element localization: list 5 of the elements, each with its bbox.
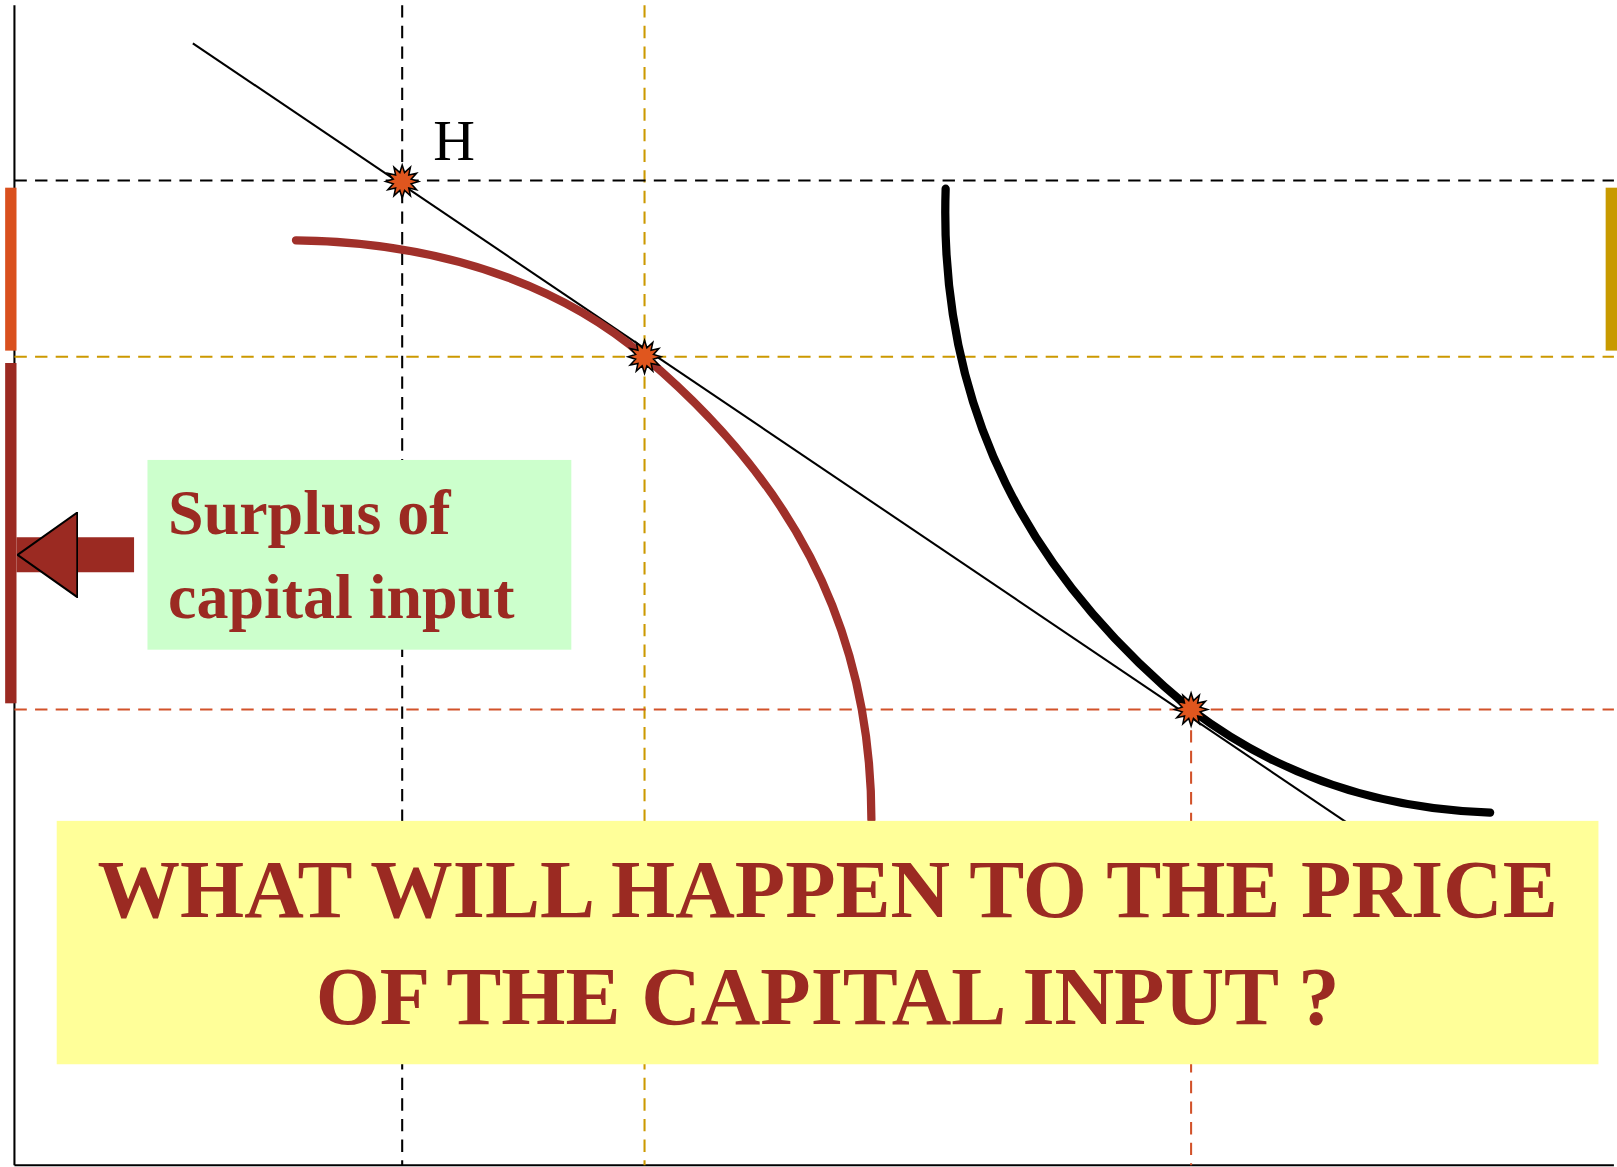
callout-box: Surplus of capital input (147, 459, 572, 650)
point-label: H (433, 111, 475, 170)
axis-segment-bar (5, 363, 17, 704)
arrow (16, 511, 135, 599)
question-box: WHAT WILL HAPPEN TO THE PRICE OF THE CAPITAL INPUT ? (56, 820, 1599, 1065)
